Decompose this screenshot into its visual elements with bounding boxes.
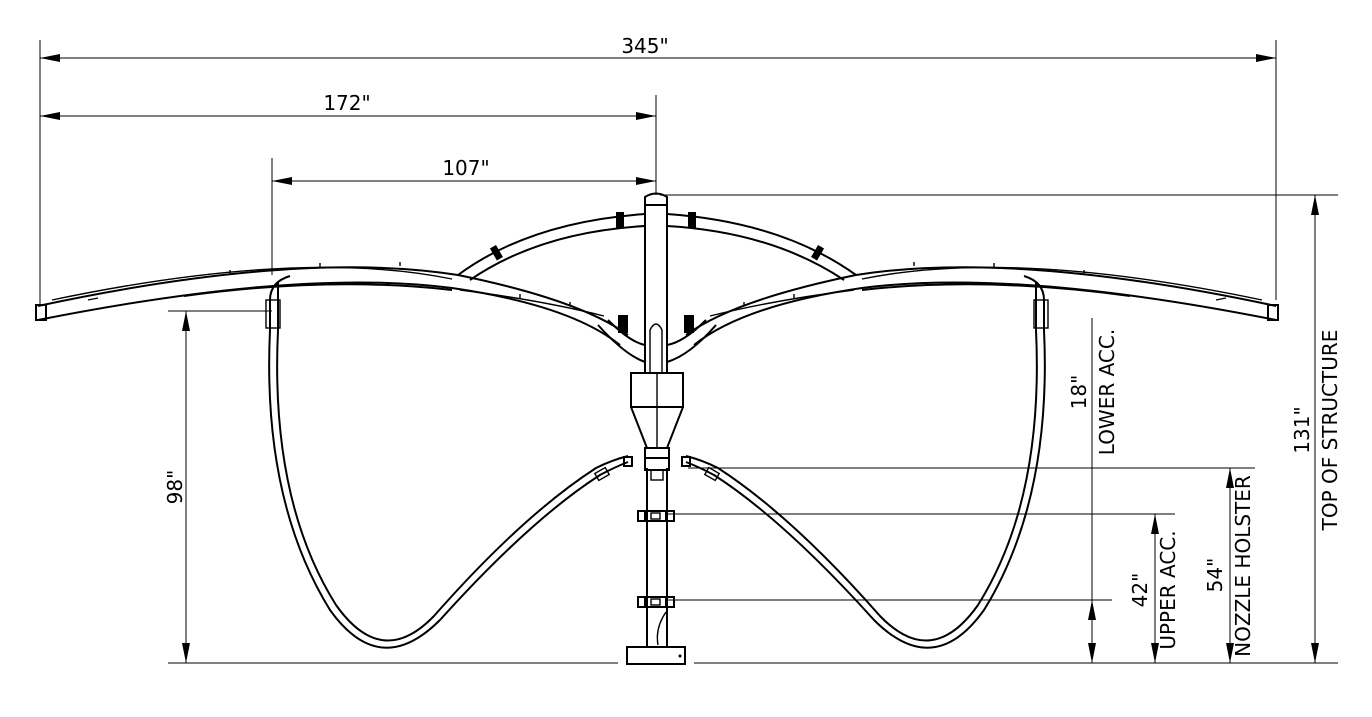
structure <box>35 192 1279 665</box>
dimension-overall-width: 345" <box>39 34 1277 305</box>
dimension-reach: 107" <box>271 156 656 275</box>
lower-acc-label: LOWER ACC. <box>1095 329 1119 455</box>
nozzle-holster-value: 54" <box>1203 558 1227 593</box>
right-boom <box>685 262 1279 346</box>
lower-accessory-bracket <box>637 596 675 608</box>
mast <box>644 192 668 373</box>
dimension-lower-acc: 18" LOWER ACC. <box>1067 318 1119 663</box>
hose-height-value: 98" <box>163 470 187 505</box>
upper-accessory-bracket <box>637 510 675 522</box>
hopper <box>630 372 684 459</box>
nozzle-holster-label: NOZZLE HOLSTER <box>1231 475 1255 657</box>
column <box>646 468 668 647</box>
upper-acc-label: UPPER ACC. <box>1156 530 1180 649</box>
gusset <box>597 315 717 363</box>
dimension-half-width: 172" <box>40 91 657 195</box>
right-hose <box>685 275 1049 649</box>
half-width-value: 172" <box>323 91 370 115</box>
left-hose <box>265 275 629 649</box>
dimension-upper-acc: 42" UPPER ACC. <box>1128 514 1180 663</box>
dimension-hose-height: 98" <box>163 311 190 663</box>
left-boom <box>35 262 629 346</box>
top-of-structure-label: TOP OF STRUCTURE <box>1318 330 1342 532</box>
base-plate <box>626 646 686 665</box>
dimension-top-of-structure: 131" TOP OF STRUCTURE <box>1290 195 1342 663</box>
dimension-nozzle-holster: 54" NOZZLE HOLSTER <box>1203 468 1255 663</box>
nozzle-holster <box>623 456 691 481</box>
lower-acc-value: 18" <box>1067 375 1091 410</box>
reach-value: 107" <box>442 156 489 180</box>
upper-arch <box>457 212 857 281</box>
ground-line <box>168 194 1338 664</box>
overall-width-value: 345" <box>621 34 668 58</box>
upper-acc-value: 42" <box>1128 573 1152 608</box>
top-of-structure-value: 131" <box>1290 406 1314 453</box>
